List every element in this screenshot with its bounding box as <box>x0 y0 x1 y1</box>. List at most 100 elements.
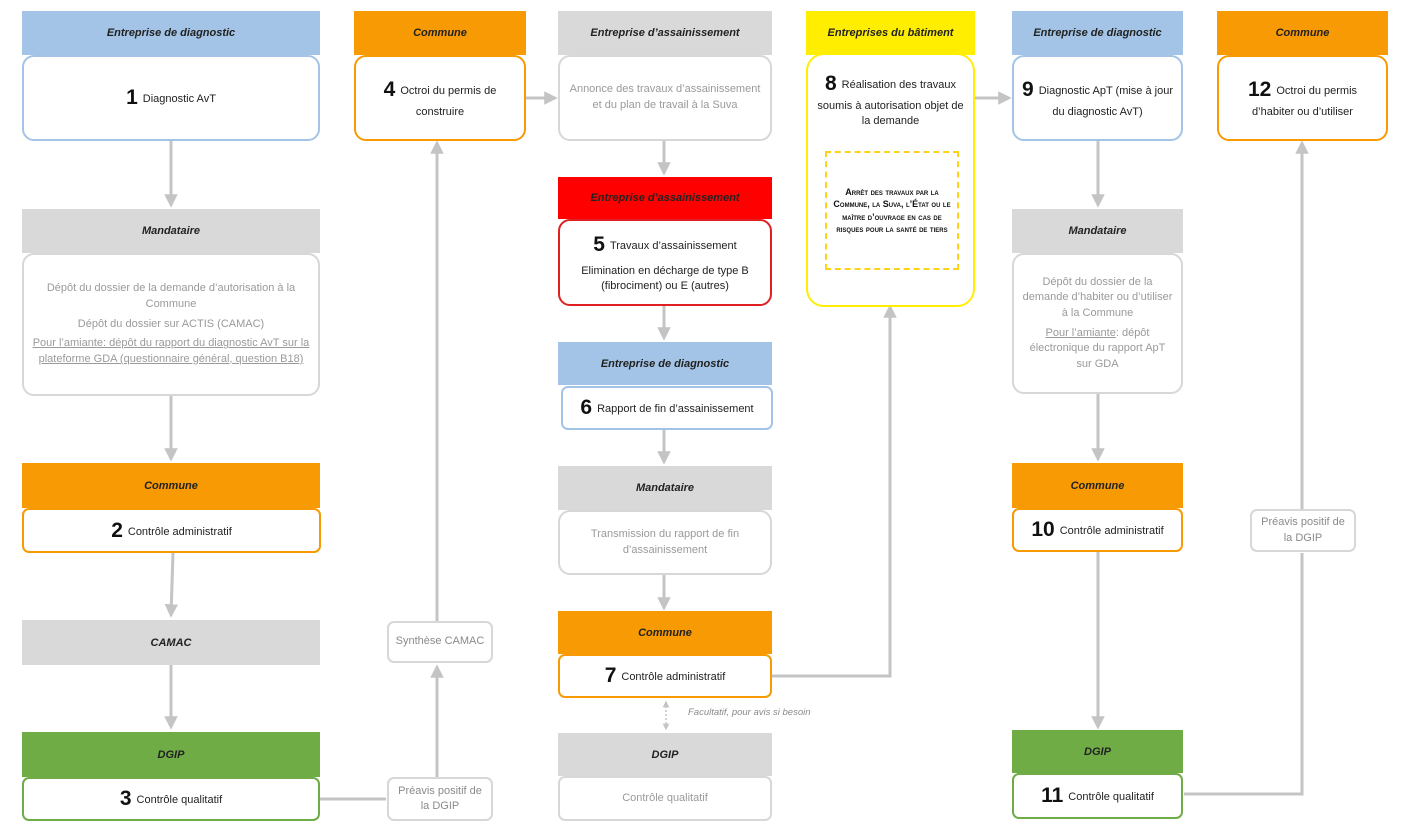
header-commune-2: Commune <box>354 11 526 55</box>
preavis-dgip-box-6: Préavis positif de la DGIP <box>1250 509 1356 552</box>
step-number: 12 <box>1247 78 1272 102</box>
header-entreprise-assainissement: Entreprise d’assainissement <box>558 11 772 55</box>
header-label: Entreprise de diagnostic <box>600 357 730 370</box>
header-label: CAMAC <box>150 636 192 649</box>
step-7-box: 7 Contrôle administratif <box>558 654 772 698</box>
arrow-7-to-8 <box>772 304 897 678</box>
step-label: Diagnostic ApT (mise à jour du diagnosti… <box>1038 85 1173 119</box>
controle-qualitatif-text: Contrôle qualitatif <box>622 791 708 804</box>
transmission-box: Transmission du rapport de fin d’assaini… <box>558 510 772 575</box>
header-label: Entreprise d’assainissement <box>590 192 740 204</box>
step-5-subtext: Elimination en décharge de type B (fibro… <box>581 264 749 293</box>
header-label: DGIP <box>1084 745 1111 758</box>
header-entreprise-diagnostic: Entreprise de diagnostic <box>22 11 320 55</box>
header-label: Commune <box>413 27 467 39</box>
mandataire-box-5: Dépôt du dossier de la demande d’habiter… <box>1012 253 1183 394</box>
step-label: Contrôle qualitatif <box>1068 791 1154 804</box>
header-label: Entreprises du bâtiment <box>827 27 954 39</box>
arrow-11-to-preavis <box>1184 553 1304 796</box>
header-label: Mandataire <box>1068 225 1127 237</box>
step-number: 4 <box>383 78 396 102</box>
synthese-camac-box: Synthèse CAMAC <box>387 621 493 663</box>
step-number: 1 <box>126 86 138 110</box>
header-label: Commune <box>1070 479 1125 492</box>
header-dgip-5: DGIP <box>1012 730 1183 773</box>
header-label: Entreprise de diagnostic <box>106 27 236 39</box>
step-label: Travaux d’assainissement <box>609 239 737 252</box>
header-entreprise-diagnostic-5: Entreprise de diagnostic <box>1012 11 1183 55</box>
header-label: DGIP <box>157 748 185 761</box>
step-11-box: 11 Contrôle qualitatif <box>1012 773 1183 819</box>
step-label: Diagnostic AvT <box>142 93 216 106</box>
header-label: Mandataire <box>635 482 695 494</box>
header-mandataire-5: Mandataire <box>1012 209 1183 253</box>
header-commune-5: Commune <box>1012 463 1183 508</box>
annonce-box: Annonce des travaux d’assainissement et … <box>558 55 772 141</box>
header-label: Entreprise d’assainissement <box>590 27 740 39</box>
step-number: 5 <box>593 232 605 256</box>
preavis-label: Préavis positif de la DGIP <box>1261 516 1345 544</box>
header-label: Commune <box>1275 27 1330 39</box>
step-label: Octroi du permis d’habiter ou d’utiliser <box>1252 85 1358 119</box>
text-amiante-gda: Pour l’amiante: dépôt du rapport du diag… <box>32 337 310 365</box>
step-5-box: 5 Travaux d’assainissement Elimination en… <box>558 219 772 306</box>
step-label: Contrôle administratif <box>621 671 726 684</box>
header-entreprise-assainissement-red: Entreprise d’assainissement <box>558 177 772 219</box>
step-number: 3 <box>119 787 132 811</box>
mandataire-box: Dépôt du dossier de la demande d’autoris… <box>22 253 320 396</box>
header-entreprise-diagnostic-3: Entreprise de diagnostic <box>558 342 772 385</box>
annonce-text: Annonce des travaux d’assainissement et … <box>569 83 761 111</box>
step-2-box: 2 Contrôle administratif <box>22 508 321 553</box>
step-label: Rapport de fin d’assainissement <box>597 403 754 416</box>
step-number: 6 <box>580 396 593 420</box>
header-dgip: DGIP <box>22 732 320 777</box>
controle-qualitatif-box: Contrôle qualitatif <box>558 776 772 821</box>
header-mandataire-3: Mandataire <box>558 466 772 510</box>
text-depot-habiter: Dépôt du dossier de la demande d’habiter… <box>1022 275 1173 319</box>
step-label: Contrôle administratif <box>1059 525 1164 538</box>
warning-text: Arrêt des travaux par la Commune, la Suv… <box>833 187 951 234</box>
step-10-box: 10 Contrôle administratif <box>1012 508 1183 552</box>
step-number: 7 <box>604 664 617 688</box>
step-label: Contrôle administratif <box>127 525 232 538</box>
preavis-label: Préavis positif de la DGIP <box>398 784 482 812</box>
step-label: Octroi du permis de construire <box>400 85 497 119</box>
header-label: Entreprise de diagnostic <box>1033 27 1162 39</box>
step-number: 8 <box>824 72 837 95</box>
step-label: Réalisation des travaux soumis à autoris… <box>817 79 964 128</box>
preavis-dgip-box: Préavis positif de la DGIP <box>387 777 493 821</box>
header-label: Commune <box>144 479 198 492</box>
step-1-box: 1 Diagnostic AvT <box>22 55 320 141</box>
text-depot-demande: Dépôt du dossier de la demande d’autoris… <box>46 282 296 311</box>
text-amiante-apt: Pour l’amiante: dépôt électronique du ra… <box>1022 326 1173 373</box>
arrow-2-to-camac <box>164 552 179 618</box>
header-label: Mandataire <box>141 225 201 237</box>
amiante-rest: : dépôt électronique du rapport ApT sur … <box>1029 326 1166 370</box>
header-entreprises-batiment: Entreprises du bâtiment <box>806 11 975 55</box>
step-number: 2 <box>111 518 123 542</box>
header-commune: Commune <box>22 463 320 508</box>
header-commune-6: Commune <box>1217 11 1388 55</box>
facultatif-note: Facultatif, pour avis si besoin <box>688 707 811 718</box>
synthese-label: Synthèse CAMAC <box>395 635 485 648</box>
step-3-box: 3 Contrôle qualitatif <box>22 777 320 821</box>
text-depot-actis: Dépôt du dossier sur ACTIS (CAMAC) <box>77 317 265 330</box>
amiante-underlined: Pour l’amiante <box>1045 326 1116 339</box>
header-camac: CAMAC <box>22 620 320 665</box>
header-mandataire: Mandataire <box>22 209 320 253</box>
header-commune-3: Commune <box>558 611 772 654</box>
step-label: Contrôle qualitatif <box>136 794 223 807</box>
header-label: DGIP <box>651 748 679 761</box>
step-number: 10 <box>1031 518 1055 542</box>
step-number: 9 <box>1022 78 1034 102</box>
header-label: Commune <box>638 626 692 639</box>
step-number: 11 <box>1041 784 1064 808</box>
step-6-box: 6 Rapport de fin d’assainissement <box>561 386 773 430</box>
arret-travaux-warning: Arrêt des travaux par la Commune, la Suv… <box>825 151 959 270</box>
transmission-text: Transmission du rapport de fin d’assaini… <box>590 527 740 556</box>
header-dgip-3: DGIP <box>558 733 772 776</box>
